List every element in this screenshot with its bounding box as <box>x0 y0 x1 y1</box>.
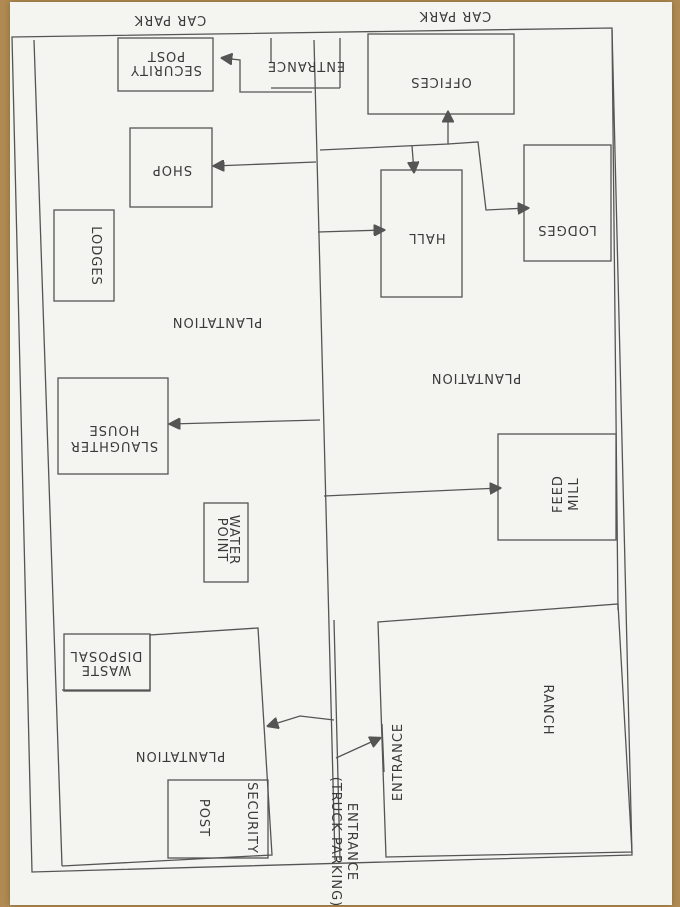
waste-disposal-label-2: DISPOSAL <box>70 648 143 663</box>
offices-label: OFFICES <box>410 74 472 89</box>
paper-sheet <box>10 2 672 905</box>
path-to-hall-top <box>412 145 414 172</box>
path-to-offices <box>319 112 448 151</box>
path-to-slaughter-house <box>170 420 321 424</box>
path-to-hall <box>317 230 384 232</box>
car-park-left-label: CAR PARK <box>134 12 207 27</box>
plantation-upper-left-label: PLANTATION <box>172 314 263 329</box>
ranch-entrance-gate <box>381 723 385 773</box>
offices-box <box>367 33 515 115</box>
waste-disposal-label-1: WASTE <box>81 662 131 677</box>
path-to-ranch-entrance <box>335 738 380 759</box>
inner-right-boundary <box>611 29 619 611</box>
shop-label: SHOP <box>152 162 192 177</box>
security-post-top-label-2: POST <box>147 48 185 63</box>
hall-label: HALL <box>408 230 445 245</box>
feed-mill-label-1: FEED <box>551 475 566 513</box>
lodges-left-box <box>53 209 115 302</box>
slaughter-house-label-1: SLAUGHTER <box>70 438 158 453</box>
path-to-feed-mill <box>323 488 500 497</box>
water-point-label-2: POINT <box>214 518 229 563</box>
entrance-truck-label-1: ENTRANCE <box>344 803 359 881</box>
water-point-label-1: WATER <box>226 515 241 565</box>
inner-left-boundary <box>33 39 63 867</box>
security-post-bottom-label-2: POST <box>196 799 211 837</box>
water-point-box <box>203 502 249 583</box>
path-to-lodges-right <box>447 141 528 210</box>
road-right-edge <box>333 619 341 861</box>
ranch-box <box>377 603 633 858</box>
lower-left-plantation-box <box>61 627 273 867</box>
entrance-top-label: ENTRANCE <box>267 58 345 73</box>
security-post-top-box <box>117 37 214 92</box>
central-road <box>313 39 336 861</box>
entrance-truck-label-2: (TRUCK PARKING) <box>328 777 343 907</box>
shop-box <box>129 127 213 208</box>
path-to-lower-plantation <box>268 715 335 726</box>
security-post-top-label-1: SECURITY <box>130 62 202 77</box>
security-post-bottom-label-1: SECURITY <box>244 782 259 854</box>
feed-mill-label-2: MILL <box>567 477 582 511</box>
path-to-shop <box>214 162 317 166</box>
slaughter-house-box <box>57 377 169 475</box>
plantation-lower-left-label: PLANTATION <box>135 748 226 763</box>
lodges-right-label: LODGES <box>537 222 597 237</box>
lodges-right-box <box>523 144 612 262</box>
car-park-right-label: CAR PARK <box>419 8 492 23</box>
security-post-bottom-box <box>167 779 269 859</box>
ranch-label: RANCH <box>540 685 555 736</box>
plantation-middle-label: PLANTATION <box>431 370 522 385</box>
site-boundary <box>11 27 633 873</box>
entrance-bottom-right-label: ENTRANCE <box>391 723 406 801</box>
lodges-left-label: LODGES <box>88 226 103 286</box>
slaughter-house-label-2: HOUSE <box>89 422 140 437</box>
path-to-security-top <box>222 58 312 93</box>
